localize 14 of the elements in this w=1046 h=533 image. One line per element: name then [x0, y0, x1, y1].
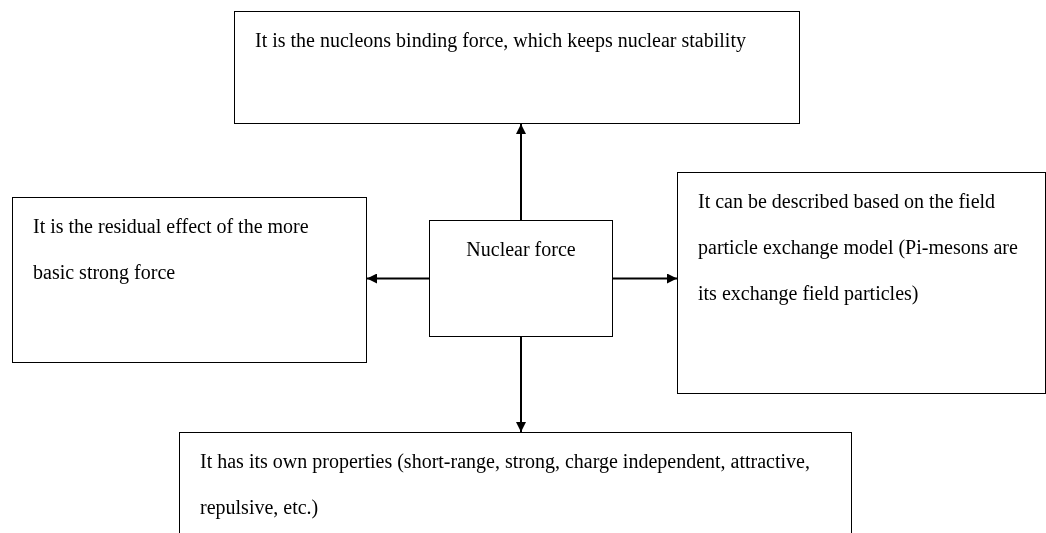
- central-concept-box: [429, 220, 613, 337]
- box-text: Nuclear force: [465, 237, 577, 262]
- description-box: [12, 197, 367, 363]
- arrow: [366, 273, 430, 284]
- box-text: It is the residual effect of the more basic strong force: [33, 214, 310, 286]
- description-box: [677, 172, 1046, 394]
- description-box: [179, 432, 852, 533]
- arrow: [516, 336, 526, 433]
- arrow: [612, 273, 678, 284]
- box-text: It has its own properties (short-range, strong, charge independent, attractive, repulsive, etc.): [200, 449, 811, 521]
- arrow: [516, 123, 526, 221]
- box-text: It is the nucleons binding force, which keeps nuclear stability: [255, 28, 747, 54]
- description-box: [234, 11, 800, 124]
- box-text: It can be described based on the field particle exchange model (Pi-mesons are its exchange field particles): [698, 189, 1019, 307]
